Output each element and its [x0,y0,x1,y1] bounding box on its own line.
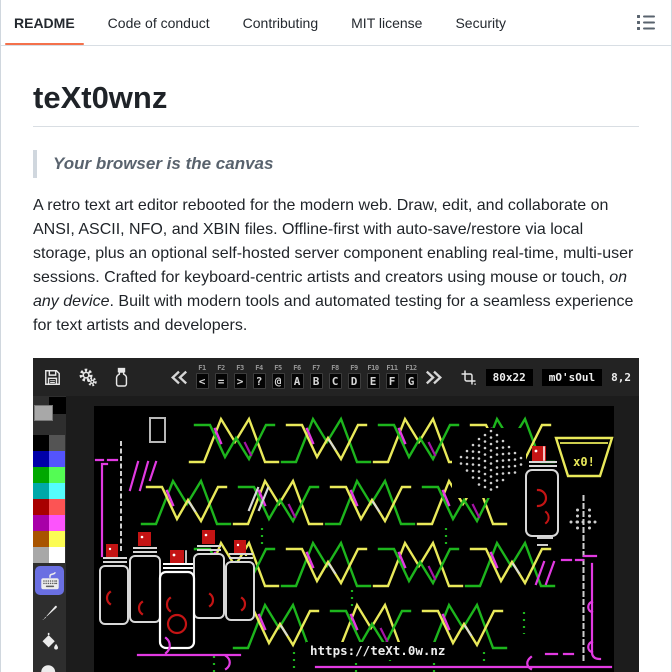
fkey-f5[interactable]: F5@ [271,365,285,389]
app-body: x0! [33,396,639,672]
ink-bottle-icon[interactable] [113,367,130,388]
palette-swatch[interactable] [49,483,65,499]
background-color-swatch[interactable] [49,397,66,414]
save-icon[interactable] [43,368,62,387]
palette-swatch[interactable] [49,515,65,531]
tool-sidebar [33,396,66,672]
foreground-color-swatch[interactable] [34,405,53,421]
fkey-f2[interactable]: F2= [214,365,228,389]
canvas-url-text: https://teXt.0w.nz [310,643,445,658]
cursor-position: 8,2 [611,370,631,384]
palette-swatch[interactable] [33,547,49,563]
charset-prev-icon[interactable] [170,370,188,385]
tab-contributing[interactable]: Contributing [242,14,319,31]
tool-brush[interactable] [35,597,64,626]
tagline-blockquote: Your browser is the canvas [33,150,639,178]
palette-swatch[interactable] [33,451,49,467]
tab-code-of-conduct[interactable]: Code of conduct [107,14,210,31]
fkey-f1[interactable]: F1< [195,365,209,389]
tab-security[interactable]: Security [455,14,507,31]
logo-text: x0! [573,455,595,469]
canvas-size-badge[interactable]: 80x22 [485,368,533,386]
ansi-artwork: x0! [94,417,614,672]
charset-next-icon[interactable] [425,370,443,385]
palette-swatch[interactable] [33,435,49,451]
tagline-text: Your browser is the canvas [53,154,274,173]
color-indicator[interactable] [33,396,66,435]
palette-swatch[interactable] [49,451,65,467]
description-emphasis: on any device [33,269,628,310]
fkey-f4[interactable]: F4? [252,365,266,389]
palette-swatch[interactable] [33,467,49,483]
tool-list [33,566,66,672]
drawing-canvas[interactable]: x0! [94,406,614,672]
resize-canvas-icon[interactable] [460,369,477,386]
tab-mit-license[interactable]: MIT license [351,14,423,31]
description-part2: . Built with modern tools and automated … [33,293,634,334]
palette-swatch[interactable] [33,515,49,531]
palette-swatch[interactable] [49,435,65,451]
description-part1: A retro text art editor rebooted for the… [33,197,634,286]
fkey-f3[interactable]: F3> [233,365,247,389]
palette-swatch[interactable] [33,483,49,499]
palette-swatch[interactable] [49,499,65,515]
palette-swatch[interactable] [49,547,65,563]
font-name-badge[interactable]: mO'sOul [541,368,603,386]
palette-swatch[interactable] [49,467,65,483]
tab-readme[interactable]: README [5,0,84,45]
tool-keyboard[interactable] [35,566,64,595]
tool-fill[interactable] [35,628,64,657]
outline-list-icon[interactable] [637,14,655,31]
palette-swatch[interactable] [33,531,49,547]
settings-gears-icon[interactable] [77,367,98,388]
color-palette [33,435,65,563]
palette-swatch[interactable] [33,499,49,515]
palette-swatch[interactable] [49,531,65,547]
description-paragraph: A retro text art editor rebooted for the… [33,194,639,338]
page-title: teXt0wnz [33,82,639,127]
file-tabbar: README Code of conduct Contributing MIT … [1,0,671,46]
readme-content: teXt0wnz Your browser is the canvas A re… [1,46,671,672]
tool-shapes[interactable] [35,659,64,672]
